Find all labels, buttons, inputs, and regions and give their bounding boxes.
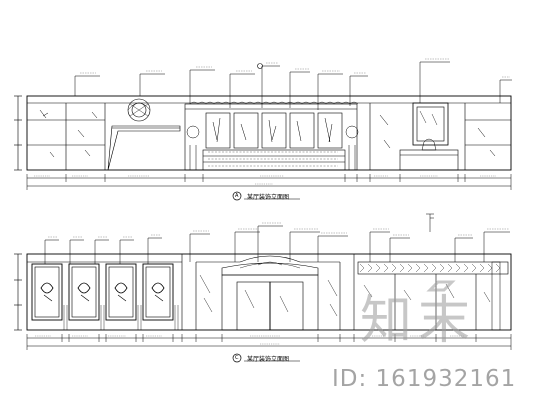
elevation-c [14,213,512,363]
watermark-id: ID: 161932161 [332,366,517,392]
elevation-a-title-mark [232,191,300,201]
elevation-a-dimension-chain [26,174,512,190]
elevation-a-left-panels [27,103,106,170]
elevation-a-right-panels [369,102,511,171]
elevation-a-console [107,98,181,171]
elevation-c-title: 某厅装饰立面图 [247,356,290,363]
elevation-c-number: C [235,355,239,361]
elevation-c-title-mark [232,353,300,363]
watermark-mark [426,280,456,292]
elevation-c-right-frieze [357,261,509,331]
elevation-c-dimension-chain [26,334,512,350]
elevation-c-height-dimension [14,253,22,331]
elevation-c-framed-panels [31,263,179,330]
elevation-a-title: 某厅装饰立面图 [247,194,290,201]
elevation-a-annotations [74,58,512,110]
elevation-c-annotations [44,213,510,264]
elevation-c-arched-doorway [181,254,355,331]
elevation-a-height-dimension [14,95,22,171]
elevation-a-cabinet-wall [184,101,359,171]
elevation-a-number: A [235,193,239,199]
elevation-a [14,58,512,201]
watermark-logo: 知末 [360,291,477,351]
